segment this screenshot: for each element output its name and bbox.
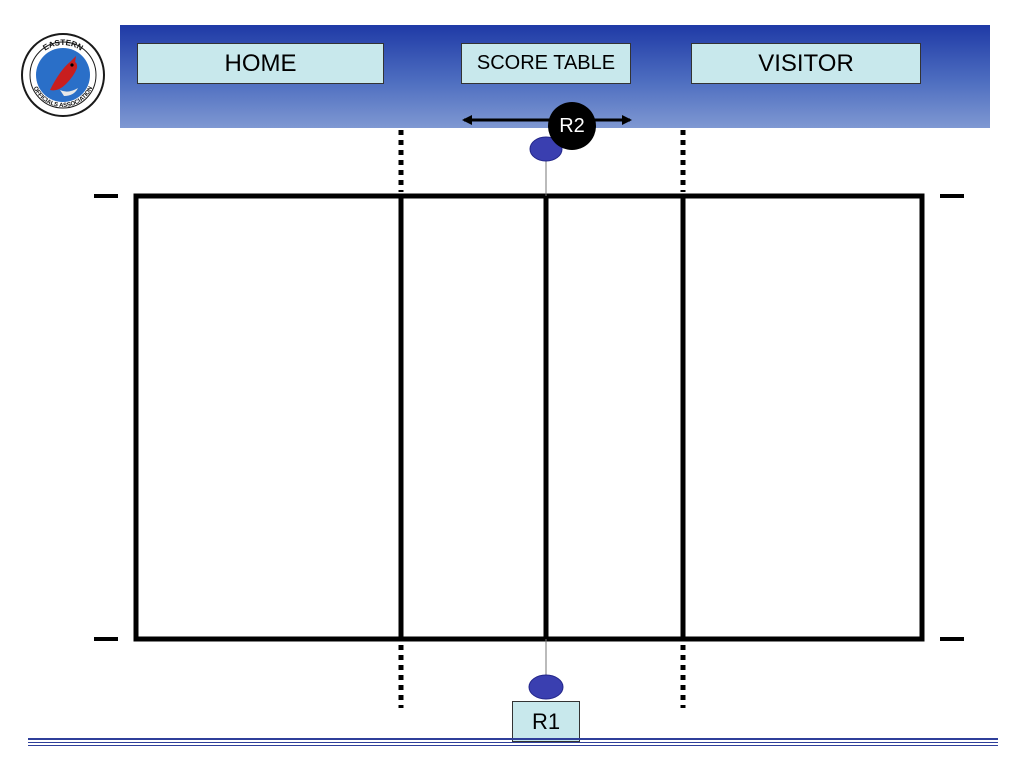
footer-rule [28, 738, 998, 746]
logo-top-text: EASTERN [41, 38, 84, 53]
score-table-label: SCORE TABLE [461, 43, 631, 84]
eastern-officials-logo: EASTERN OFFICIALS ASSOCIATION [21, 33, 105, 117]
home-label: HOME [137, 43, 384, 84]
svg-text:EASTERN: EASTERN [41, 38, 84, 53]
r2-label: R2 [559, 114, 585, 137]
top-post-marker [529, 136, 563, 162]
visitor-label: VISITOR [691, 43, 921, 84]
court-boundary [133, 193, 925, 642]
r1-label: R1 [512, 701, 580, 742]
bottom-post-marker [528, 674, 564, 700]
r2-referee-disc [548, 102, 596, 150]
